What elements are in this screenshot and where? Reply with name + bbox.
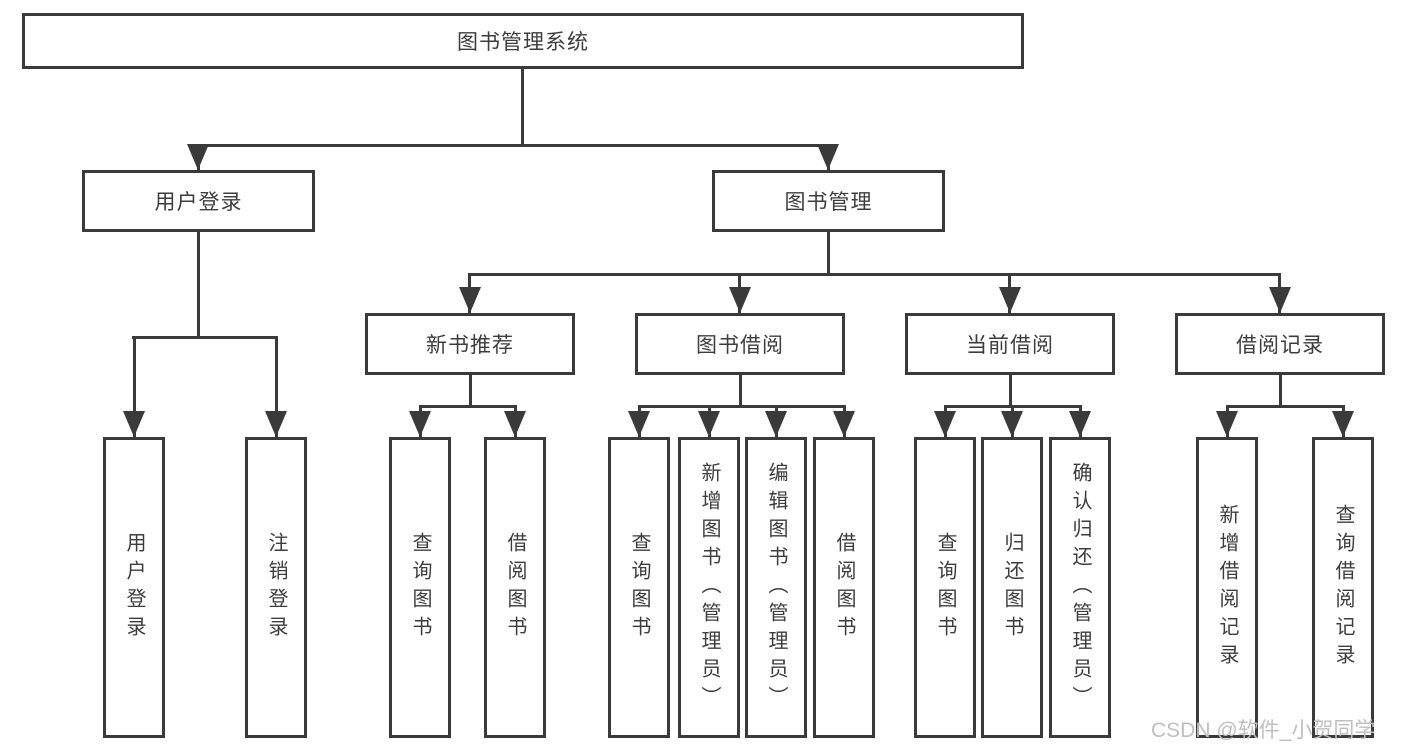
- connector-root-split: [197, 144, 831, 147]
- connector-stem: [739, 375, 742, 408]
- leaf-label: 查询借阅记录: [1332, 503, 1354, 672]
- arrowhead-down-icon: [265, 411, 287, 437]
- arrowhead-down-icon: [934, 411, 956, 437]
- arrowhead-down-icon: [999, 287, 1021, 313]
- arrowhead-down-icon: [628, 411, 650, 437]
- arrowhead-down-icon: [459, 287, 481, 313]
- leaf-label: 注销登录: [265, 531, 287, 644]
- leaf-logout: 注销登录: [245, 437, 307, 738]
- connector-split: [1226, 405, 1345, 408]
- arrowhead-down-icon: [817, 144, 839, 170]
- leaf-borrow-books: 借阅图书: [813, 437, 875, 738]
- leaf-label: 编辑图书（管理员）: [765, 461, 787, 714]
- connector-stem: [1279, 375, 1282, 408]
- leaf-label: 查询图书: [409, 531, 431, 644]
- arrowhead-down-icon: [729, 287, 751, 313]
- node-label: 图书借阅: [696, 334, 784, 357]
- leaf-label: 用户登录: [123, 531, 145, 644]
- leaf-add-book-admin: 新增图书（管理员）: [678, 437, 740, 738]
- csdn-watermark: CSDN @软件_小贺同学: [1151, 719, 1376, 742]
- leaf-label: 归还图书: [1001, 531, 1023, 644]
- arrowhead-down-icon: [1269, 287, 1291, 313]
- arrowhead-down-icon: [833, 411, 855, 437]
- leaf-query-books: 查询图书: [914, 437, 976, 738]
- leaf-confirm-return-admin: 确认归还（管理员）: [1049, 437, 1111, 738]
- arrowhead-down-icon: [698, 411, 720, 437]
- leaf-query-borrow-record: 查询借阅记录: [1312, 437, 1374, 738]
- leaf-borrow-books: 借阅图书: [484, 437, 546, 738]
- connector-user-login-split: [132, 336, 278, 339]
- leaf-label: 借阅图书: [504, 531, 526, 644]
- node-borrowing-records: 借阅记录: [1175, 313, 1385, 375]
- leaf-label: 查询图书: [628, 531, 650, 644]
- arrowhead-down-icon: [409, 411, 431, 437]
- arrowhead-down-icon: [123, 411, 145, 437]
- connector-book-mgmt-split: [469, 273, 1281, 276]
- node-label: 新书推荐: [426, 334, 514, 357]
- arrowhead-down-icon: [1001, 411, 1023, 437]
- connector-to-leaf: [275, 336, 278, 437]
- leaf-add-borrow-record: 新增借阅记录: [1196, 437, 1258, 738]
- leaf-label: 新增借阅记录: [1216, 503, 1238, 672]
- arrowhead-down-icon: [765, 411, 787, 437]
- node-label: 图书管理: [784, 191, 873, 214]
- leaf-edit-book-admin: 编辑图书（管理员）: [745, 437, 807, 738]
- leaf-query-books: 查询图书: [389, 437, 451, 738]
- node-label: 用户登录: [154, 191, 243, 214]
- arrowhead-down-icon: [1216, 411, 1238, 437]
- node-new-book-recommend: 新书推荐: [365, 313, 575, 375]
- connector-root-stem: [521, 69, 524, 147]
- node-user-login: 用户登录: [82, 170, 315, 232]
- node-label: 当前借阅: [966, 334, 1054, 357]
- node-root-system: 图书管理系统: [22, 13, 1024, 69]
- connector-stem: [1009, 375, 1012, 408]
- connector-book-mgmt-stem: [827, 232, 830, 276]
- leaf-label: 新增图书（管理员）: [698, 461, 720, 714]
- arrowhead-down-icon: [1332, 411, 1354, 437]
- connector-split: [419, 405, 517, 408]
- node-label: 借阅记录: [1236, 334, 1324, 357]
- leaf-query-books: 查询图书: [608, 437, 670, 738]
- arrowhead-down-icon: [1069, 411, 1091, 437]
- arrowhead-down-icon: [504, 411, 526, 437]
- connector-stem: [469, 375, 472, 408]
- leaf-user-login: 用户登录: [103, 437, 165, 738]
- connector-user-login-stem: [197, 232, 200, 339]
- connector-to-leaf: [133, 336, 136, 437]
- node-label: 图书管理系统: [457, 31, 589, 54]
- connector-split: [638, 405, 846, 408]
- leaf-label: 借阅图书: [833, 531, 855, 644]
- leaf-label: 确认归还（管理员）: [1069, 461, 1091, 714]
- leaf-return-book: 归还图书: [981, 437, 1043, 738]
- node-current-borrowing: 当前借阅: [905, 313, 1115, 375]
- node-book-borrowing: 图书借阅: [635, 313, 845, 375]
- node-book-management: 图书管理: [712, 170, 945, 232]
- leaf-label: 查询图书: [934, 531, 956, 644]
- arrowhead-down-icon: [187, 144, 209, 170]
